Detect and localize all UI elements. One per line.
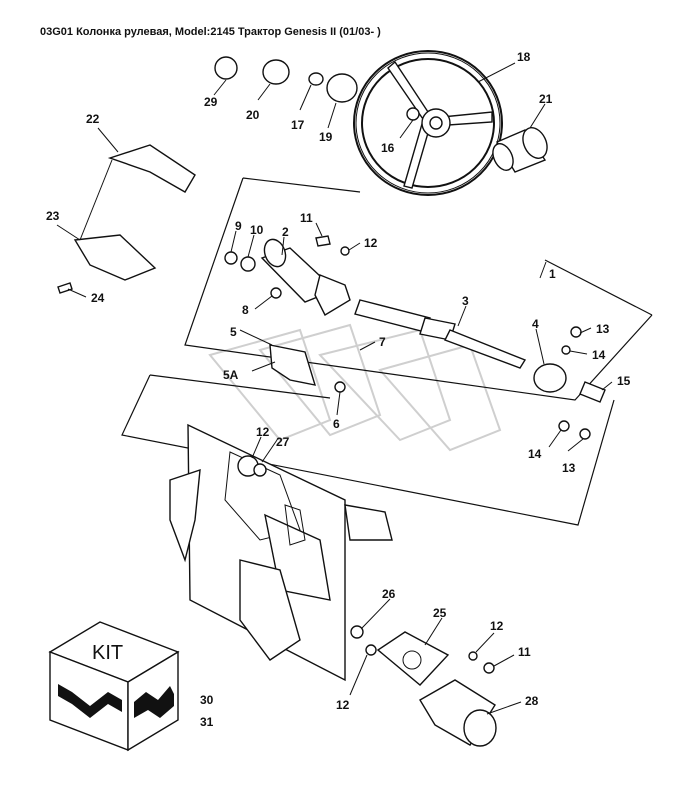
callout-26: 26: [382, 587, 396, 601]
nut-part-12-right: [468, 651, 478, 661]
washer-part-10: [240, 256, 256, 272]
diagram-title: 03G01 Колонка рулевая, Model:2145 Тракто…: [40, 26, 381, 38]
nut-part-12-top: [340, 246, 350, 256]
kit-logo-right: [134, 686, 174, 718]
callout-27: 27: [276, 435, 290, 449]
frame-upper-top: [242, 177, 361, 193]
callout-29: 29: [204, 95, 218, 109]
callout-11-lower: 11: [518, 645, 531, 659]
washer-part-12-lower: [365, 644, 377, 656]
frame-lower-top: [149, 374, 331, 399]
callout-7: 7: [379, 335, 386, 349]
bolt-part-11-right: [483, 662, 495, 674]
plate-hole: [402, 650, 422, 670]
callout-24: 24: [91, 291, 105, 305]
callout-14-lower: 14: [528, 447, 542, 461]
callout-25: 25: [433, 606, 447, 620]
washer-part-9: [224, 251, 238, 265]
callout-17: 17: [291, 118, 305, 132]
callout-21: 21: [539, 92, 553, 106]
callout-labels: 1 2 3 4 5 5A 6 7 8 9 10 11 12 13 14 15 1…: [46, 50, 631, 729]
callout-10: 10: [250, 223, 264, 237]
steering-wheel: [353, 50, 503, 196]
nut-part-14-lower: [558, 420, 570, 432]
callout-1: 1: [549, 267, 556, 281]
callout-8: 8: [242, 303, 249, 317]
kit-number-31: 31: [200, 715, 214, 729]
callout-5: 5: [230, 325, 237, 339]
callout-13: 13: [596, 322, 610, 336]
callout-11: 11: [300, 211, 313, 225]
screw-part-24: [57, 282, 73, 294]
callout-12: 12: [364, 236, 378, 250]
callout-13-lower: 13: [562, 461, 576, 475]
callout-6: 6: [333, 417, 340, 431]
callout-28: 28: [525, 694, 539, 708]
callout-22: 22: [86, 112, 100, 126]
nut-part-8: [270, 287, 282, 299]
bolt-part-11: [315, 235, 331, 247]
spinner-knob: [492, 127, 548, 173]
assembly-frame-upper: [184, 177, 653, 401]
plate-part-25: [376, 631, 450, 686]
callout-12-bottom: 12: [336, 698, 350, 712]
callout-15: 15: [617, 374, 631, 388]
frame-upper-right: [544, 259, 653, 316]
shroud-link: [79, 159, 113, 241]
cap-part-20: [262, 59, 290, 85]
kit-label: KIT: [92, 642, 123, 664]
callout-4: 4: [532, 317, 539, 331]
kit-box: [48, 621, 180, 752]
steering-column-assembly: [260, 238, 606, 403]
callout-20: 20: [246, 108, 260, 122]
callout-19: 19: [319, 130, 333, 144]
callout-18: 18: [517, 50, 531, 64]
watermark-logo: [208, 323, 502, 452]
callout-12-pedal: 12: [256, 425, 270, 439]
callout-3: 3: [462, 294, 469, 308]
pedal-support-assembly: [169, 423, 393, 682]
shroud-upper-22: [107, 144, 196, 193]
callout-5a: 5A: [223, 368, 239, 382]
kit-number-30: 30: [200, 693, 214, 707]
callout-14: 14: [592, 348, 606, 362]
callout-16: 16: [381, 141, 395, 155]
assembly-frame-lower: [121, 374, 615, 526]
hub-part-19: [326, 73, 358, 103]
nut-part-16: [406, 107, 420, 121]
motor-end: [463, 709, 497, 747]
kit-logo-left: [58, 684, 122, 718]
pin-part-26: [350, 625, 364, 639]
callout-9: 9: [235, 219, 242, 233]
bracket-part-5: [269, 344, 317, 386]
callout-23: 23: [46, 209, 60, 223]
bolt-part-13-right: [570, 326, 582, 338]
shroud-lower-23: [73, 234, 157, 281]
bolt-part-13-lower: [579, 428, 591, 440]
callout-2: 2: [282, 225, 289, 239]
cap-part-29: [214, 56, 238, 80]
leader-lines: [56, 62, 613, 715]
callout-12-right: 12: [490, 619, 504, 633]
nut-part-6: [334, 381, 346, 393]
nut-part-14-right: [561, 345, 571, 355]
nut-part-17: [308, 72, 324, 86]
